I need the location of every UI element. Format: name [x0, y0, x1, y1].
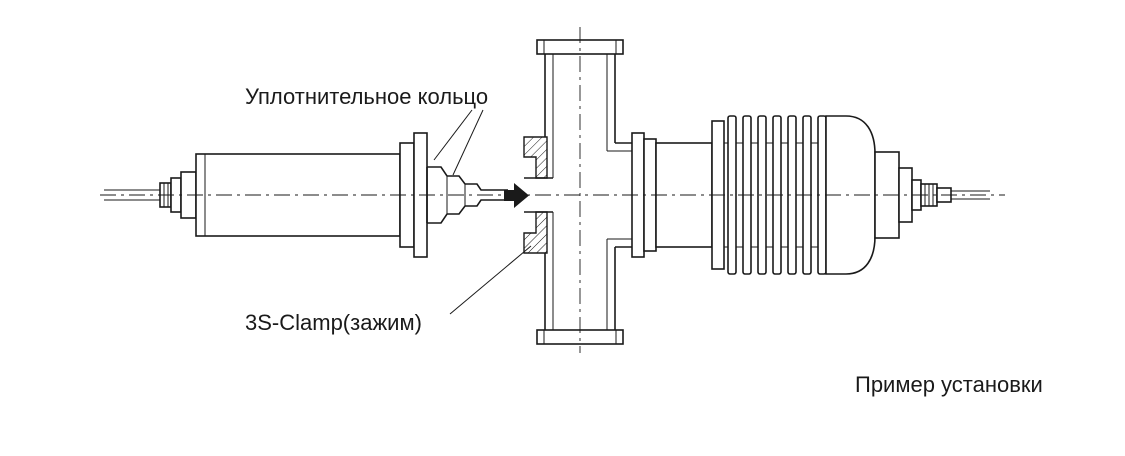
leader-sealing-ring-2 [452, 109, 484, 176]
label-sealing-ring: Уплотнительное кольцо [245, 84, 488, 109]
sensor-cable [951, 190, 990, 200]
leader-sealing-ring-1 [433, 109, 473, 161]
probe-seal-steps [426, 166, 509, 224]
label-clamp: 3S-Clamp(зажим) [245, 310, 422, 335]
clamp-section-upper [523, 136, 548, 179]
centerlines [100, 27, 1005, 353]
tee-fitting [523, 39, 645, 345]
sensor-assembly [643, 115, 990, 275]
clamp-section-lower [523, 211, 548, 254]
probe-cable [104, 189, 162, 201]
tee-pipe-walls [544, 54, 616, 330]
leader-clamp [449, 245, 532, 315]
label-caption: Пример установки [855, 372, 1043, 397]
clamp-section [523, 136, 548, 254]
leader-lines [433, 109, 532, 315]
insertion-arrow-icon [504, 183, 529, 208]
